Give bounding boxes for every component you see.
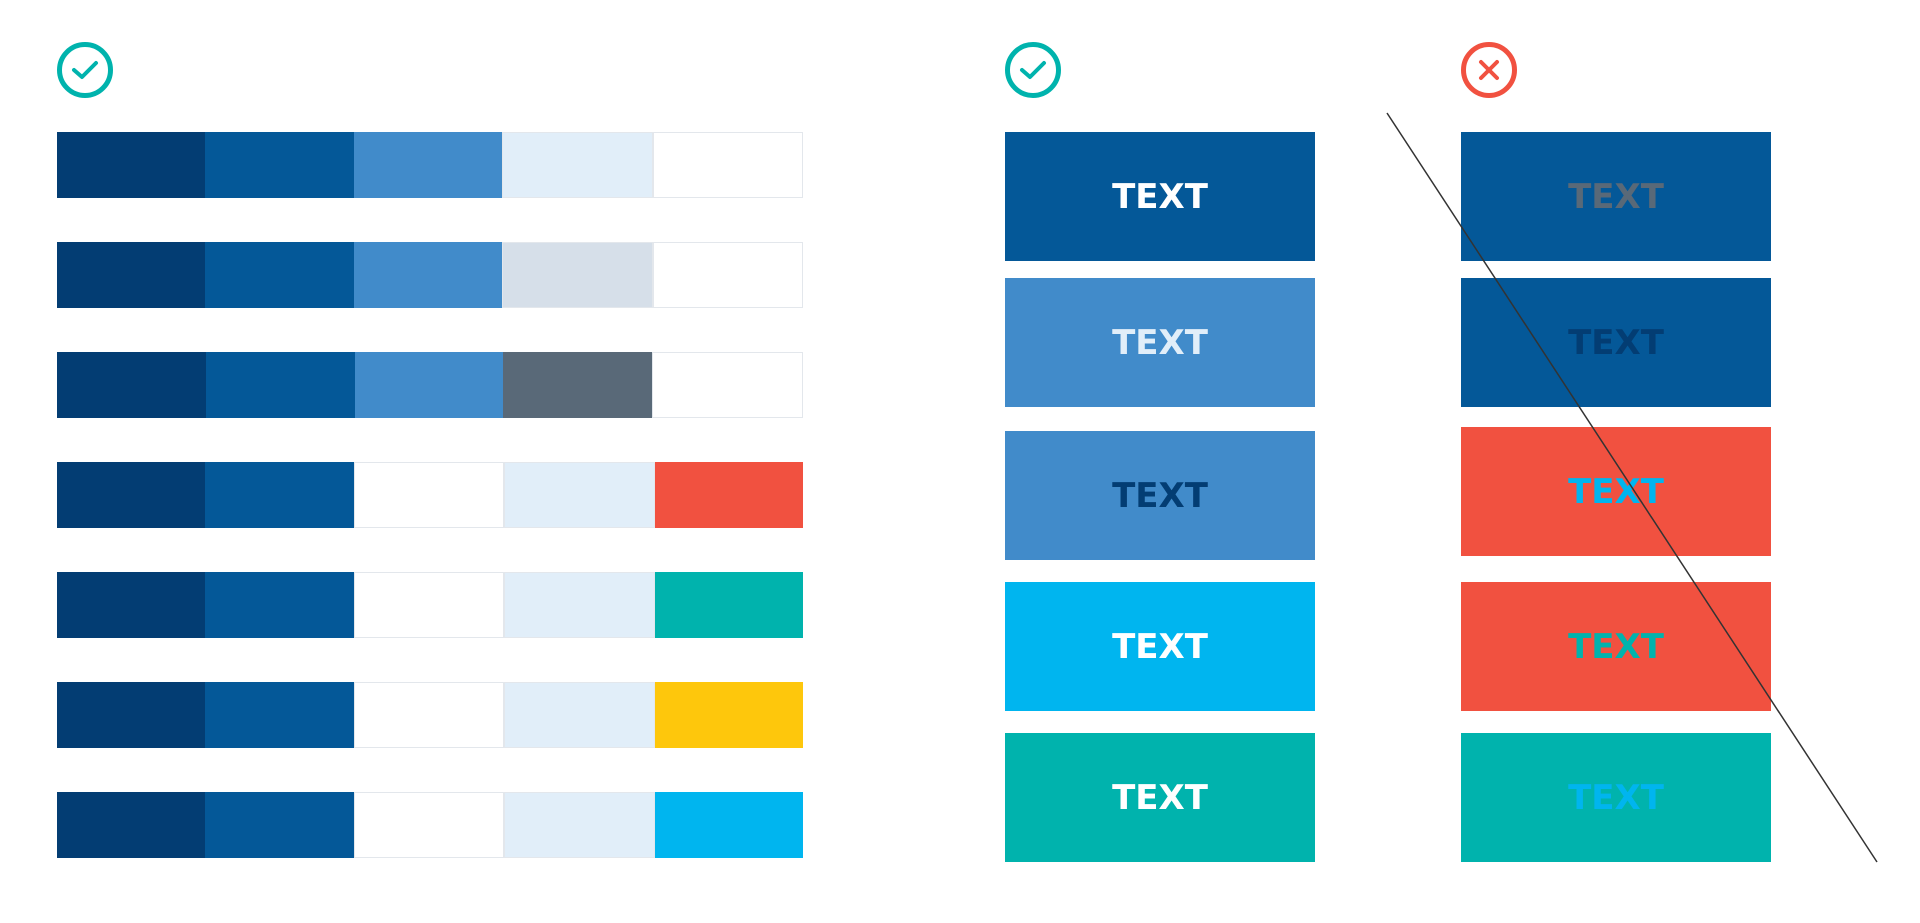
color-swatch [205, 572, 354, 638]
color-swatch [502, 132, 653, 198]
color-palette-grid [57, 132, 804, 902]
palette-row [57, 462, 804, 528]
color-swatch [205, 132, 354, 198]
left-check-badge [57, 42, 113, 98]
color-swatch [504, 682, 655, 748]
good-contrast-text-block: TEXT [1005, 582, 1315, 711]
color-swatch [503, 352, 653, 418]
color-swatch [57, 682, 206, 748]
color-swatch [654, 572, 804, 638]
color-swatch [652, 242, 804, 308]
color-swatch [205, 242, 354, 308]
color-swatch [652, 132, 804, 198]
check-icon [1020, 61, 1046, 79]
color-swatch [205, 352, 355, 418]
good-contrast-text-block: TEXT [1005, 431, 1315, 560]
color-swatch [57, 572, 206, 638]
color-swatch [205, 792, 354, 858]
bad-contrast-text-block: TEXT [1461, 278, 1771, 407]
bad-contrast-text-block: TEXT [1461, 427, 1771, 556]
check-icon [72, 61, 98, 79]
palette-row [57, 682, 804, 748]
color-swatch [353, 242, 503, 308]
bad-contrast-text-block: TEXT [1461, 132, 1771, 261]
good-contrast-text-block: TEXT [1005, 132, 1315, 261]
color-swatch [57, 352, 206, 418]
palette-row [57, 572, 804, 638]
color-swatch [654, 682, 804, 748]
bad-contrast-column: TEXT TEXT TEXT TEXT TEXT [1461, 132, 1771, 862]
color-swatch [353, 132, 503, 198]
color-swatch [205, 682, 354, 748]
palette-row [57, 792, 804, 858]
color-swatch [504, 572, 655, 638]
color-swatch [57, 792, 206, 858]
color-swatch [502, 242, 653, 308]
color-swatch [205, 462, 354, 528]
palette-row [57, 242, 804, 308]
color-swatch [353, 462, 505, 528]
color-swatch [654, 462, 804, 528]
bad-contrast-text-block: TEXT [1461, 582, 1771, 711]
middle-check-badge [1005, 42, 1061, 98]
right-cross-badge [1461, 42, 1517, 98]
good-contrast-column: TEXT TEXT TEXT TEXT TEXT [1005, 132, 1315, 862]
color-swatch [353, 682, 505, 748]
color-swatch [57, 132, 206, 198]
color-swatch [654, 792, 804, 858]
color-swatch [57, 242, 206, 308]
palette-row [57, 352, 803, 418]
color-swatch [353, 572, 505, 638]
good-contrast-text-block: TEXT [1005, 278, 1315, 407]
color-swatch [57, 462, 206, 528]
palette-row [57, 132, 804, 198]
color-swatch [504, 792, 655, 858]
color-swatch [353, 792, 505, 858]
color-swatch [652, 352, 803, 418]
good-contrast-text-block: TEXT [1005, 733, 1315, 862]
color-swatch [504, 462, 655, 528]
bad-contrast-text-block: TEXT [1461, 733, 1771, 862]
cross-icon [1479, 60, 1499, 80]
color-swatch [354, 352, 504, 418]
